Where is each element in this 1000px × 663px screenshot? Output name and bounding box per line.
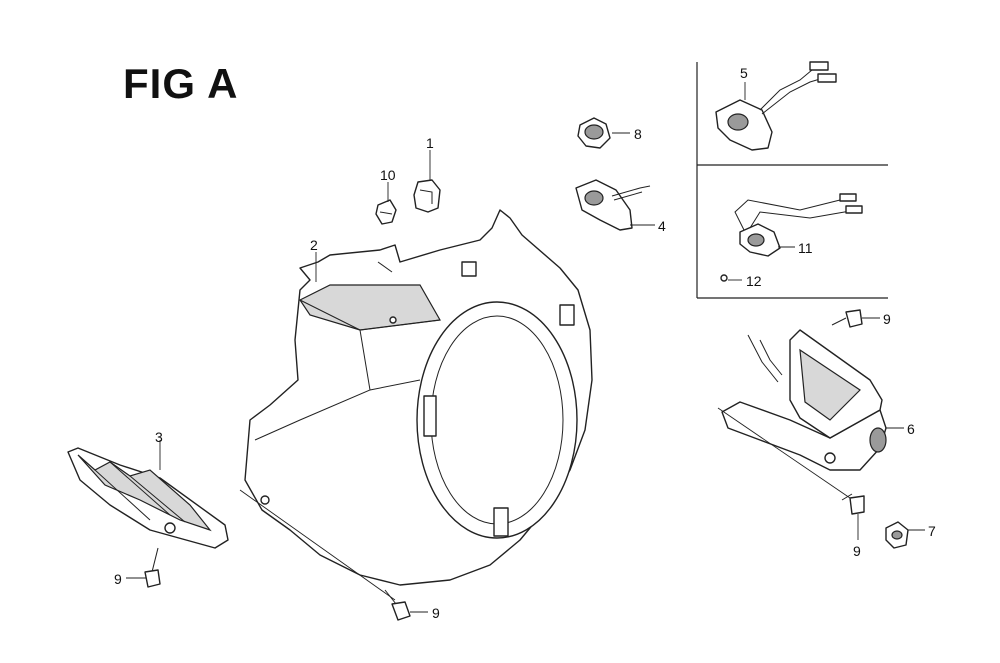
inset-frame [696, 62, 888, 299]
switch-with-leads-lower [720, 193, 863, 282]
leader-lines [126, 82, 925, 613]
switch-with-leads [715, 61, 837, 151]
guide-plate [67, 447, 229, 549]
callout-5: 5 [740, 65, 748, 81]
wire-tie [375, 199, 397, 225]
callout-2: 2 [310, 237, 318, 253]
cap-nut [577, 117, 611, 149]
bolt-bracket-lower [841, 493, 865, 515]
figure-title: FIG A [123, 60, 239, 107]
wire-clip [413, 179, 441, 213]
bolt-top-right [831, 309, 863, 328]
callout-9-top-right: 9 [883, 311, 891, 327]
callout-8: 8 [634, 126, 642, 142]
callout-4: 4 [658, 218, 666, 234]
bolt-bottom [384, 589, 411, 621]
callout-11: 11 [798, 240, 813, 256]
callout-7: 7 [928, 523, 936, 539]
callouts: 1 10 2 3 8 4 5 11 12 9 6 7 9 9 9 [114, 65, 936, 621]
callout-6: 6 [907, 421, 915, 437]
bracket-assembly [721, 329, 887, 471]
callout-10: 10 [380, 167, 396, 183]
fan-cover-shroud [244, 209, 593, 586]
callout-9-left: 9 [114, 571, 122, 587]
bolt-left [144, 547, 161, 588]
callout-9-bottom: 9 [432, 605, 440, 621]
callout-12: 12 [746, 273, 762, 289]
callout-9-bracket: 9 [853, 543, 861, 559]
bracket-clip [885, 521, 909, 549]
callout-1: 1 [426, 135, 434, 151]
oil-sensor-switch [575, 179, 651, 231]
callout-3: 3 [155, 429, 163, 445]
